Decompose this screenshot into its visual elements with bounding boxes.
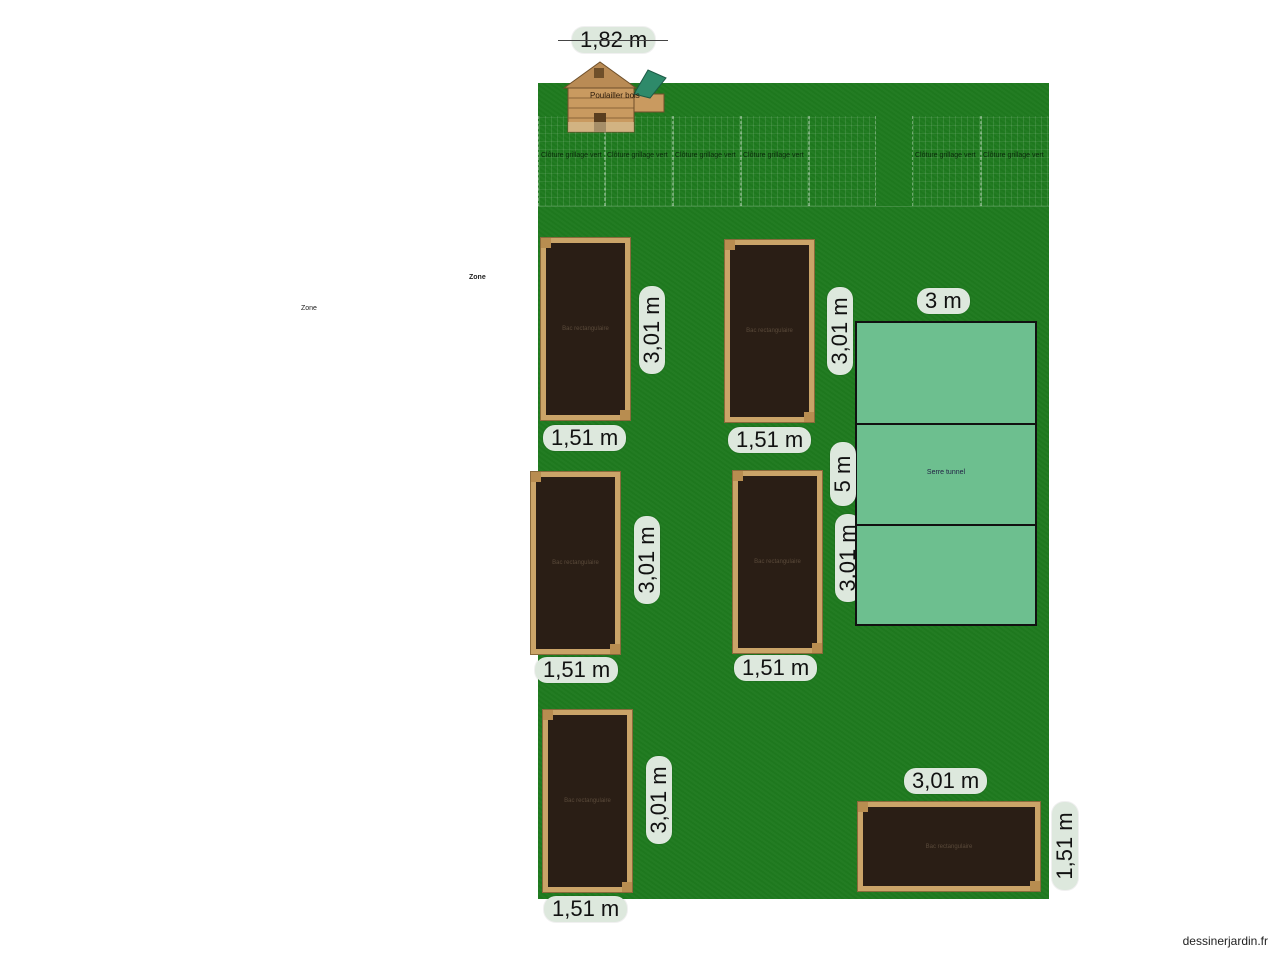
fence-panel[interactable] xyxy=(808,116,876,206)
raised-bed-1[interactable]: Bac rectangulaire xyxy=(540,237,631,421)
zone-label-2: Zone xyxy=(301,305,317,312)
greenhouse-tunnel[interactable]: Serre tunnel xyxy=(855,321,1037,626)
raised-bed-2[interactable]: Bac rectangulaire xyxy=(724,239,815,423)
fence-label: Clôture grillage vert xyxy=(915,152,976,159)
raised-bed-3[interactable]: Bac rectangulaire xyxy=(530,471,621,655)
bed-label: Bac rectangulaire xyxy=(754,559,801,565)
raised-bed-4[interactable]: Bac rectangulaire xyxy=(732,470,823,654)
bed-2-width-dimension[interactable]: 1,51 m xyxy=(728,427,812,453)
coop-icon xyxy=(562,61,667,133)
bed-label: Bac rectangulaire xyxy=(746,328,793,334)
fence-label: Clôture grillage vert xyxy=(743,152,804,159)
bed-label: Bac rectangulaire xyxy=(552,560,599,566)
tunnel-width-dimension[interactable]: 3 m xyxy=(917,288,970,314)
brand-watermark: dessinerjardin.fr xyxy=(1182,934,1268,948)
fence-panel[interactable]: Clôture grillage vert xyxy=(912,116,982,206)
raised-bed-5[interactable]: Bac rectangulaire xyxy=(542,709,633,893)
fence-panel[interactable]: Clôture grillage vert xyxy=(980,116,1051,206)
bed-2-length-dimension[interactable]: 3,01 m xyxy=(827,287,853,375)
bed-4-width-dimension[interactable]: 1,51 m xyxy=(734,655,818,681)
bed-3-length-dimension[interactable]: 3,01 m xyxy=(634,516,660,604)
tunnel-segment-line xyxy=(857,524,1035,526)
fence-label: Clôture grillage vert xyxy=(983,152,1044,159)
bed-6-width-dimension[interactable]: 1,51 m xyxy=(1052,802,1078,890)
chicken-coop[interactable]: Poulailler bois xyxy=(560,58,668,134)
fence-panel[interactable]: Clôture grillage vert xyxy=(740,116,810,206)
coop-guide-line xyxy=(558,40,668,41)
fence-label: Clôture grillage vert xyxy=(607,152,668,159)
fence-panel[interactable]: Clôture grillage vert xyxy=(672,116,742,206)
bed-1-width-dimension[interactable]: 1,51 m xyxy=(543,425,627,451)
bed-label: Bac rectangulaire xyxy=(564,798,611,804)
tunnel-label: Serre tunnel xyxy=(926,469,966,476)
bed-1-length-dimension[interactable]: 3,01 m xyxy=(639,286,665,374)
bed-3-width-dimension[interactable]: 1,51 m xyxy=(535,657,619,683)
fence-label: Clôture grillage vert xyxy=(675,152,736,159)
bed-6-length-dimension[interactable]: 3,01 m xyxy=(904,768,988,794)
bed-5-length-dimension[interactable]: 3,01 m xyxy=(646,756,672,844)
bed-label: Bac rectangulaire xyxy=(925,843,973,850)
tunnel-length-dimension[interactable]: 5 m xyxy=(830,442,856,506)
raised-bed-6[interactable]: Bac rectangulaire xyxy=(857,801,1041,892)
fence-panel[interactable]: Clôture grillage vert xyxy=(604,116,674,206)
bed-5-width-dimension[interactable]: 1,51 m xyxy=(544,896,628,922)
fence-row: Clôture grillage vert Clôture grillage v… xyxy=(538,116,1051,207)
fence-label: Clôture grillage vert xyxy=(541,152,602,159)
coop-label: Poulailler bois xyxy=(590,91,640,100)
bed-label: Bac rectangulaire xyxy=(562,326,609,332)
tunnel-segment-line xyxy=(857,423,1035,425)
zone-label-1: Zone xyxy=(469,274,486,281)
